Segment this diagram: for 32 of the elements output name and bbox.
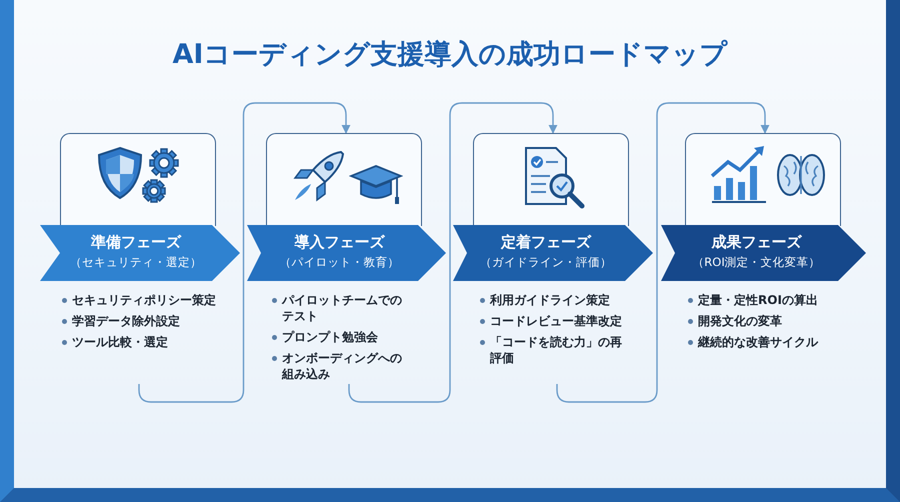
phase-title: 成果フェーズ bbox=[710, 233, 803, 252]
phase-subtitle: （ガイドライン・評価） bbox=[479, 255, 613, 270]
connector-arrow bbox=[556, 102, 770, 403]
phase-banner bbox=[453, 225, 653, 281]
bullet-item: オンボーディングへの組み込み bbox=[282, 351, 402, 381]
bullet-item: 定量・定性ROIの算出 bbox=[698, 293, 818, 307]
bullet-item: 利用ガイドライン策定 bbox=[490, 293, 610, 307]
phase-title: 定着フェーズ bbox=[500, 233, 592, 252]
phase-subtitle: （ROI測定・文化変革） bbox=[691, 255, 822, 270]
bullet-item: ツール比較・選定 bbox=[72, 335, 168, 349]
icon-panel bbox=[685, 133, 841, 226]
bullet-item: 開発文化の変革 bbox=[698, 314, 782, 328]
phase-banner bbox=[40, 225, 240, 281]
icon-panel bbox=[60, 133, 216, 226]
connector-arrow bbox=[138, 102, 350, 403]
connector-arrow bbox=[348, 102, 558, 403]
bullet-item: 継続的な改善サイクル bbox=[698, 335, 818, 349]
bullet-item: パイロットチームでのテスト bbox=[282, 293, 402, 323]
phase-title: 導入フェーズ bbox=[294, 233, 386, 252]
phase-banner bbox=[661, 225, 866, 281]
bullet-item: 「コードを読む力」の再評価 bbox=[490, 335, 622, 365]
bullet-item: 学習データ除外設定 bbox=[72, 314, 180, 328]
phase-banner bbox=[247, 225, 446, 281]
bullet-item: セキュリティポリシー策定 bbox=[72, 293, 216, 307]
bullet-item: コードレビュー基準改定 bbox=[490, 314, 622, 328]
icon-panel bbox=[473, 133, 629, 226]
phase-title: 準備フェーズ bbox=[90, 233, 182, 252]
title: AIコーディング支援導入の成功ロードマップ bbox=[172, 38, 729, 72]
bullet-item: プロンプト勉強会 bbox=[282, 330, 378, 344]
phase-subtitle: （セキュリティ・選定） bbox=[69, 255, 203, 270]
phase-subtitle: （パイロット・教育） bbox=[278, 255, 400, 270]
icon-panel bbox=[266, 133, 422, 226]
